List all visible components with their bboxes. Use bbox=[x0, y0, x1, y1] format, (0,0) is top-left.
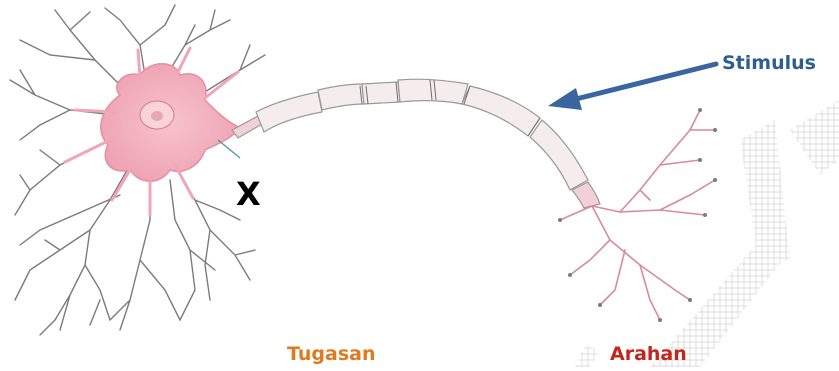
stimulus-label: Stimulus bbox=[722, 52, 816, 74]
tugasan-label: Tugasan bbox=[287, 343, 375, 365]
stimulus-arrow bbox=[548, 64, 716, 110]
watermark bbox=[575, 100, 839, 367]
axon-terminals bbox=[560, 110, 715, 320]
axon bbox=[232, 79, 600, 208]
x-pointer-line bbox=[218, 140, 240, 158]
x-label: X bbox=[236, 178, 261, 210]
arahan-label: Arahan bbox=[610, 343, 687, 365]
